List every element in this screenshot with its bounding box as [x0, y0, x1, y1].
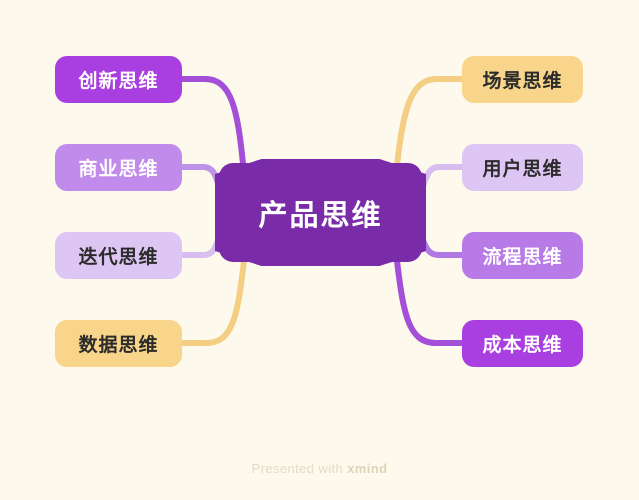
footer-attribution: Presented with xmind [0, 461, 639, 476]
node-right-3-label: 成本思维 [482, 335, 563, 356]
node-left-0[interactable]: 创新思维 [55, 56, 182, 103]
node-left-3[interactable]: 数据思维 [55, 320, 182, 367]
node-left-1[interactable]: 商业思维 [55, 144, 182, 191]
node-left-3-label: 数据思维 [78, 335, 159, 356]
node-left-1-label: 商业思维 [78, 159, 159, 180]
central-node-label-wrap: 产品思维 [215, 159, 426, 266]
node-right-0[interactable]: 场景思维 [462, 56, 583, 103]
footer-prefix: Presented with [251, 461, 348, 476]
node-right-2[interactable]: 流程思维 [462, 232, 583, 279]
node-right-3[interactable]: 成本思维 [462, 320, 583, 367]
node-left-2[interactable]: 迭代思维 [55, 232, 182, 279]
connector-right-1 [419, 164, 465, 193]
node-right-0-label: 场景思维 [482, 71, 563, 92]
central-node-label: 产品思维 [258, 199, 383, 232]
node-left-0-label: 创新思维 [78, 71, 159, 92]
xmind-brand: xmind [347, 461, 388, 476]
connector-right-2 [419, 235, 465, 258]
node-right-1[interactable]: 用户思维 [462, 144, 583, 191]
node-left-2-label: 迭代思维 [78, 247, 159, 268]
node-right-2-label: 流程思维 [482, 247, 563, 268]
node-right-1-label: 用户思维 [482, 159, 563, 180]
connector-left-2 [179, 235, 222, 258]
